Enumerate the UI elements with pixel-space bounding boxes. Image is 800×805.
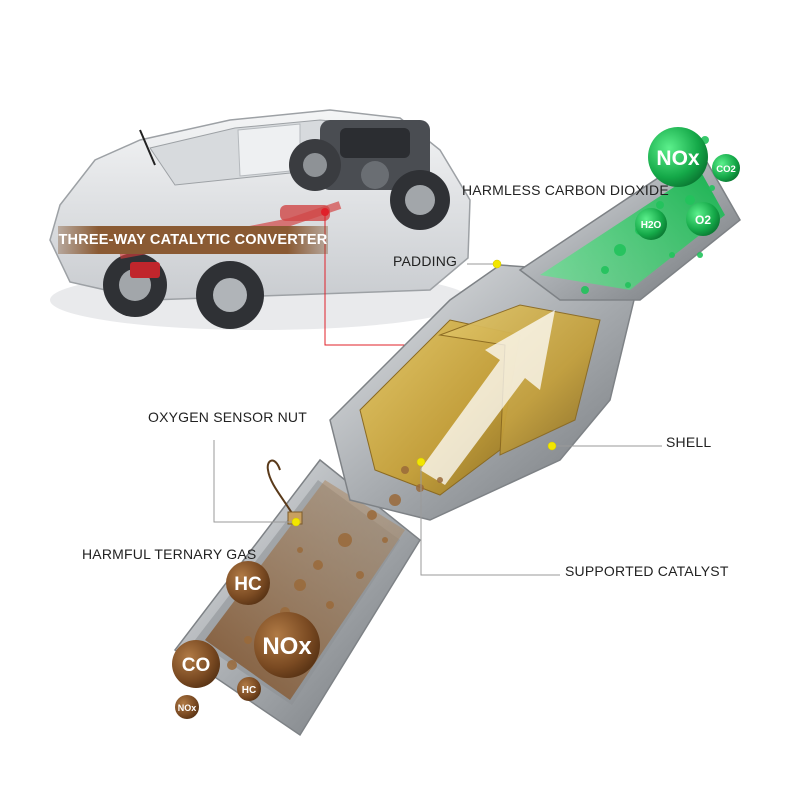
molecule-hc-small: HC	[237, 677, 261, 701]
converter-banner: THREE-WAY CATALYTIC CONVERTER	[58, 226, 328, 254]
catalyst-label: SUPPORTED CATALYST	[565, 563, 729, 579]
shell-label: SHELL	[666, 434, 712, 450]
molecule-nox-small-label: NOx	[178, 703, 197, 713]
molecule-nox-green-label: NOx	[656, 147, 700, 170]
molecule-nox-green: NOx	[648, 127, 708, 187]
molecule-nox-small: NOx	[175, 695, 199, 719]
harmless-gas-label: HARMLESS CARBON DIOXIDE	[462, 182, 669, 198]
converter-assembly	[173, 148, 741, 737]
molecule-nox-large-label: NOx	[262, 633, 312, 660]
molecule-co2-green: CO2	[712, 154, 740, 182]
brown-particles	[227, 466, 443, 670]
car-illustration	[49, 109, 471, 330]
oxygen-sensor-label: OXYGEN SENSOR NUT	[148, 409, 307, 425]
molecule-hc-large: HC	[226, 561, 270, 605]
padding-label: PADDING	[393, 253, 458, 269]
molecule-hc-large-label: HC	[234, 574, 262, 595]
molecule-o2-label: O2	[695, 213, 711, 227]
red-leader-line	[324, 212, 412, 346]
leader-markers	[291, 259, 557, 527]
molecule-co2-label: CO2	[716, 164, 736, 175]
harmful-gas-label: HARMFUL TERNARY GAS	[82, 546, 257, 562]
leader-lines	[213, 263, 662, 576]
catalyst-marker	[416, 457, 426, 467]
molecule-hc-small-label: HC	[242, 685, 256, 696]
molecule-h2o-label: H2O	[641, 220, 662, 231]
molecule-nox-large: NOx	[254, 612, 320, 678]
shell-marker	[547, 441, 557, 451]
oxygen-sensor-leader	[213, 440, 292, 523]
padding-marker	[492, 259, 502, 269]
car-marker	[321, 208, 329, 216]
molecule-co-label: CO	[182, 655, 211, 676]
oxygen-sensor-marker	[291, 517, 301, 527]
molecule-co: CO	[172, 640, 220, 688]
molecule-h2o-green: H2O	[635, 208, 667, 240]
molecule-o2-green: O2	[686, 202, 720, 236]
catalyst-leader	[420, 462, 560, 576]
